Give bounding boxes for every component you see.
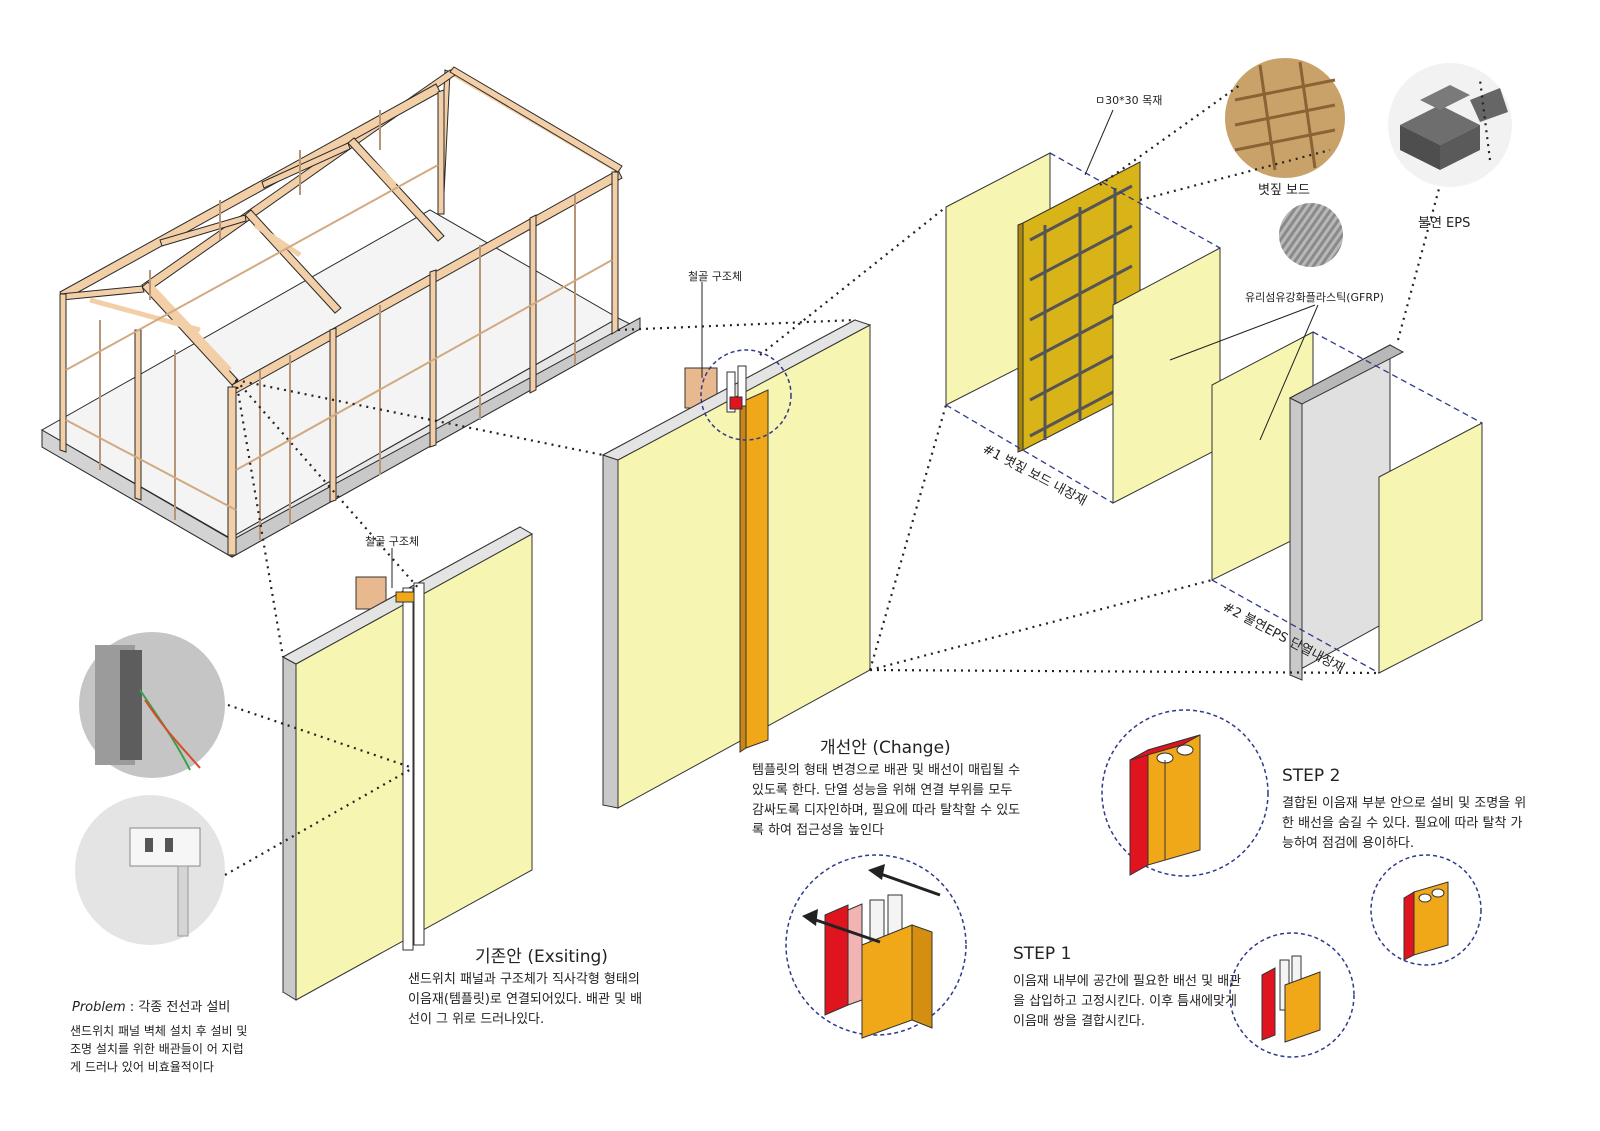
step1-title: STEP 1 xyxy=(1013,944,1072,964)
problem-text: 샌드위치 패널 벽체 설치 후 설비 및 조명 설치를 위한 배관들이 어 지럽… xyxy=(70,1024,248,1074)
change-text: 템플릿의 형태 변경으로 배관 및 배선이 매립될 수 있도록 한다. 단열 성… xyxy=(752,763,1021,838)
change-wall-panel xyxy=(601,319,872,809)
gfrp-photo xyxy=(1279,203,1343,267)
timber-house-frame xyxy=(40,66,642,558)
problem-title: Problem : 각종 전선과 설비 xyxy=(72,998,230,1018)
eps-label: 불연 EPS xyxy=(1418,216,1471,231)
step2-text: 결합된 이음재 부분 안으로 설비 및 조명을 위한 배선을 숨길 수 있다. … xyxy=(1282,796,1527,851)
steel-structure-label-top: 철골 구조체 xyxy=(688,270,743,283)
change-title: 개선안 (Change) xyxy=(820,738,951,758)
step2-title: STEP 2 xyxy=(1282,766,1341,786)
problem-photo-switchbox xyxy=(75,795,225,945)
step1-detail xyxy=(785,854,967,1039)
leader-lines xyxy=(391,109,1319,588)
timber-label: ㅁ30*30 목재 xyxy=(1095,94,1163,107)
detail-circle-joint xyxy=(700,349,792,441)
existing-wall-panel xyxy=(281,526,534,1001)
steel-structure-label-mid: 철골 구조체 xyxy=(365,535,420,548)
straw-board-label: 볏짚 보드 xyxy=(1258,183,1310,198)
exploded-layer-2 xyxy=(1211,331,1483,681)
existing-text: 샌드위치 패널과 구조체가 직사각형 형태의 이음재(템플릿)로 연결되어있다.… xyxy=(408,972,643,1027)
step2-detail xyxy=(1101,709,1269,877)
eps-photo xyxy=(1388,63,1512,187)
problem-title-rest: : 각종 전선과 설비 xyxy=(125,1000,231,1015)
step2-small-detail xyxy=(1370,854,1482,966)
existing-title: 기존안 (Exsiting) xyxy=(475,947,608,967)
problem-title-italic: Problem xyxy=(72,1000,126,1015)
straw-board-photo xyxy=(1225,58,1345,178)
gfrp-label: 유리섬유강화플라스틱(GFRP) xyxy=(1245,291,1384,304)
step1-text: 이음재 내부에 공간에 필요한 배선 및 배관을 삽입하고 고정시킨다. 이후 … xyxy=(1013,974,1242,1029)
problem-photo-wiring xyxy=(79,632,225,778)
exploded-layer-1 xyxy=(945,152,1221,504)
connector-lines xyxy=(224,79,1492,876)
step1-small-detail xyxy=(1229,932,1355,1058)
